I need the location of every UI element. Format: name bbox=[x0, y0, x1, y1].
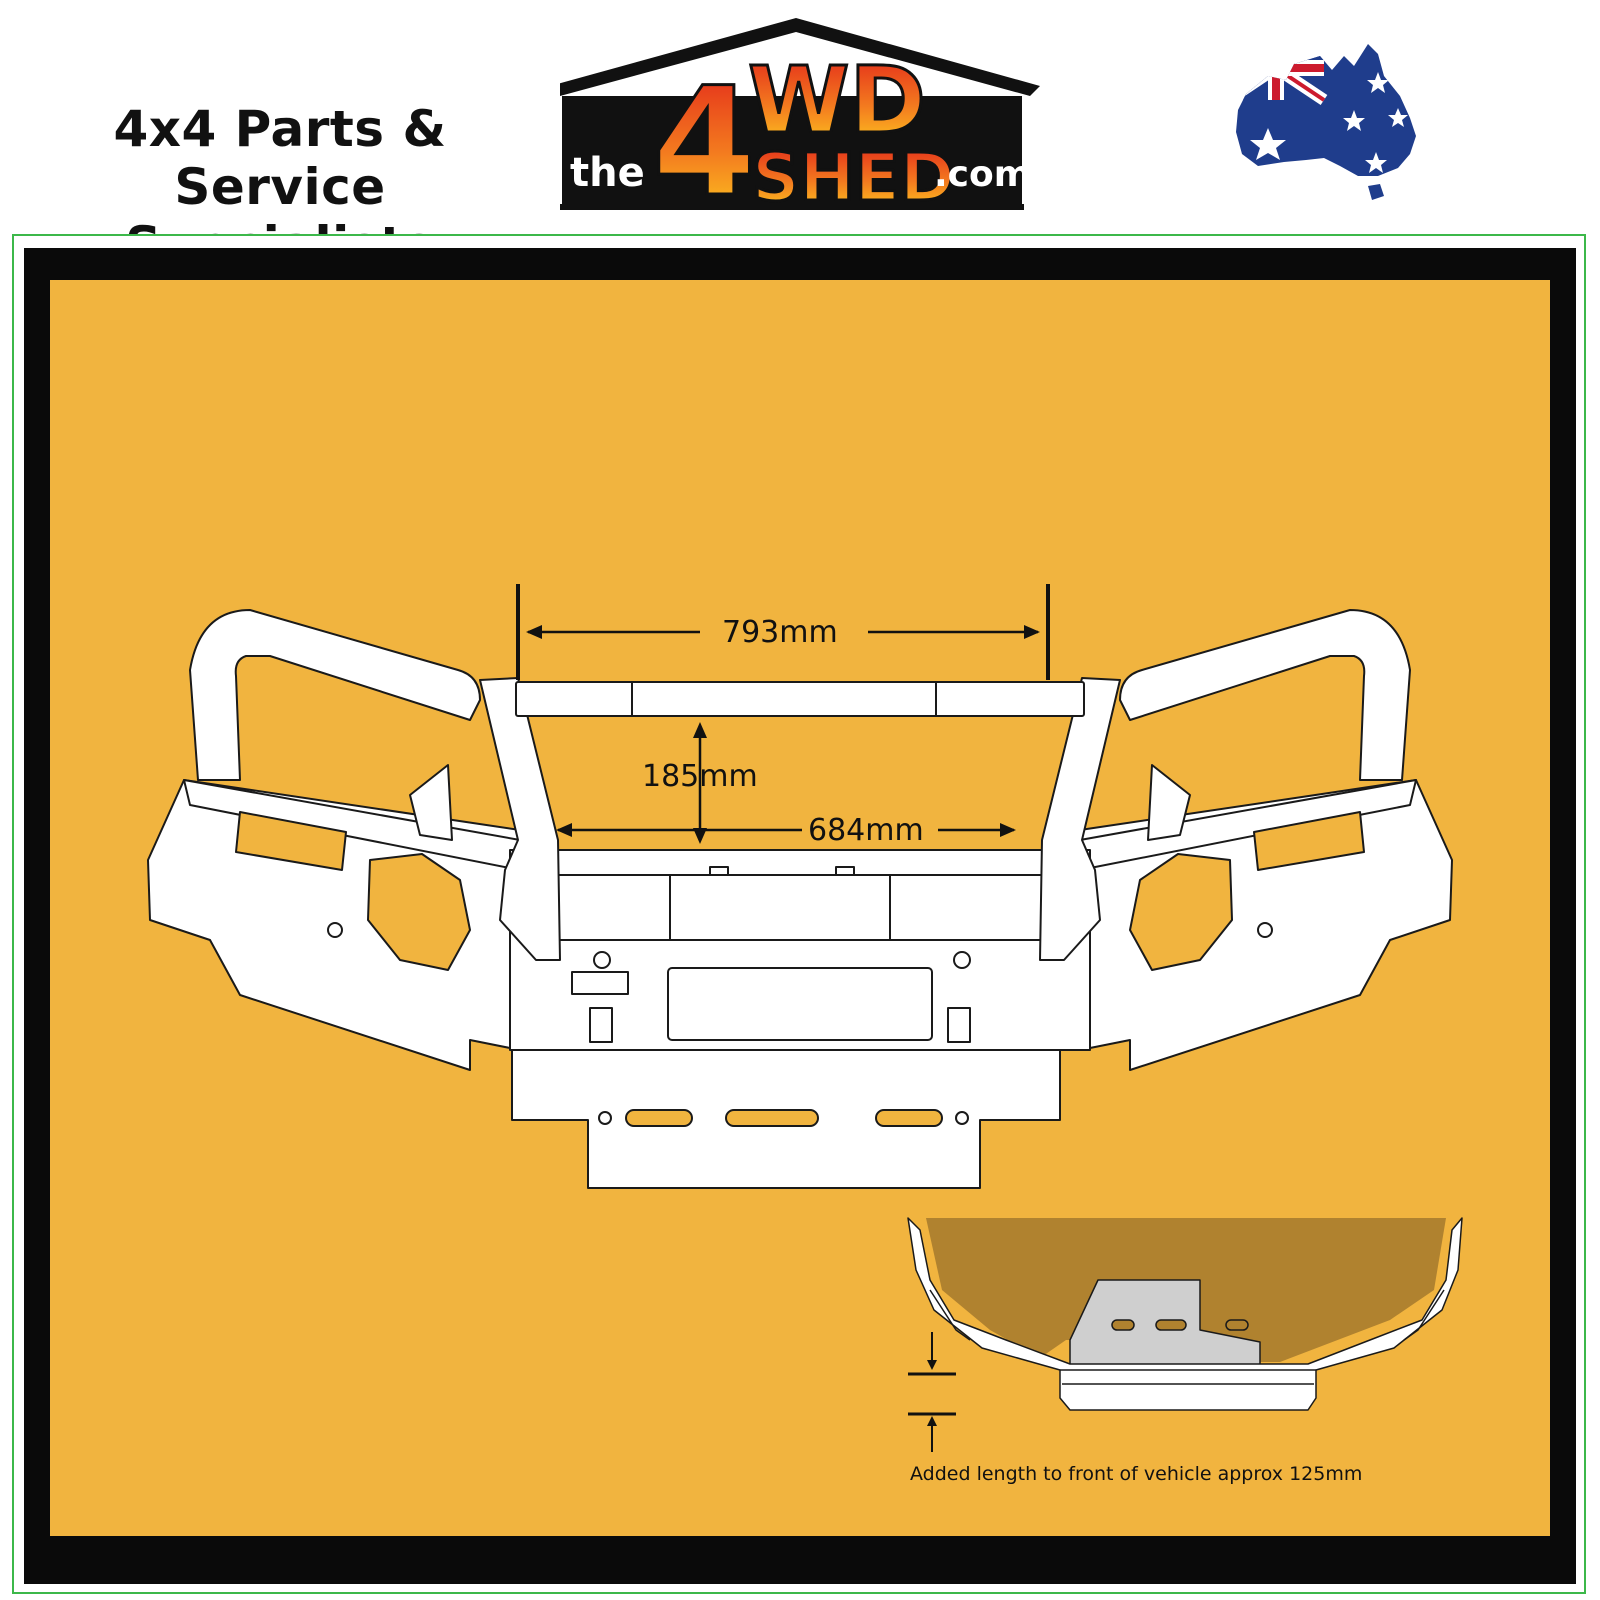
tagline-line-1: 4x4 Parts & Service bbox=[113, 100, 447, 216]
right-extent-marker bbox=[1046, 584, 1050, 680]
left-fin bbox=[409, 764, 453, 841]
logo-prefix: the bbox=[570, 150, 645, 196]
dimension-inner-width: 684mm bbox=[808, 813, 924, 848]
left-upright bbox=[479, 677, 561, 961]
logo-word: SHED bbox=[752, 139, 955, 214]
right-fin bbox=[1147, 764, 1191, 841]
right-fog-light bbox=[1129, 853, 1233, 971]
inset-note: Added length to front of vehicle approx … bbox=[910, 1463, 1362, 1485]
logo-big-number: 4 bbox=[652, 56, 756, 214]
inset-top-view bbox=[907, 1217, 1463, 1411]
australia-flag-map-icon bbox=[1236, 44, 1416, 200]
right-hoop bbox=[1119, 609, 1411, 781]
bumper-diagram-panel: 793mm 185mm 684mm Added length to front … bbox=[50, 280, 1550, 1536]
left-fog-light bbox=[367, 853, 471, 971]
left-indicator-light bbox=[235, 811, 347, 871]
top-crossbar bbox=[515, 681, 1085, 717]
left-extent-marker bbox=[516, 584, 520, 680]
dimension-top-width: 793mm bbox=[722, 615, 838, 650]
the-4wd-shed-logo[interactable]: the 4 WD SHED .com bbox=[560, 14, 1050, 214]
logo-big-letters: WD bbox=[748, 47, 926, 154]
right-indicator-light bbox=[1253, 811, 1365, 871]
logo-suffix: .com bbox=[934, 154, 1031, 195]
dimension-height: 185mm bbox=[642, 759, 758, 794]
winch-opening bbox=[667, 967, 933, 1041]
left-hoop bbox=[189, 609, 481, 781]
right-upright bbox=[1039, 677, 1121, 961]
bull-bar-drawing: 793mm 185mm 684mm Added length to front … bbox=[147, 584, 1463, 1485]
